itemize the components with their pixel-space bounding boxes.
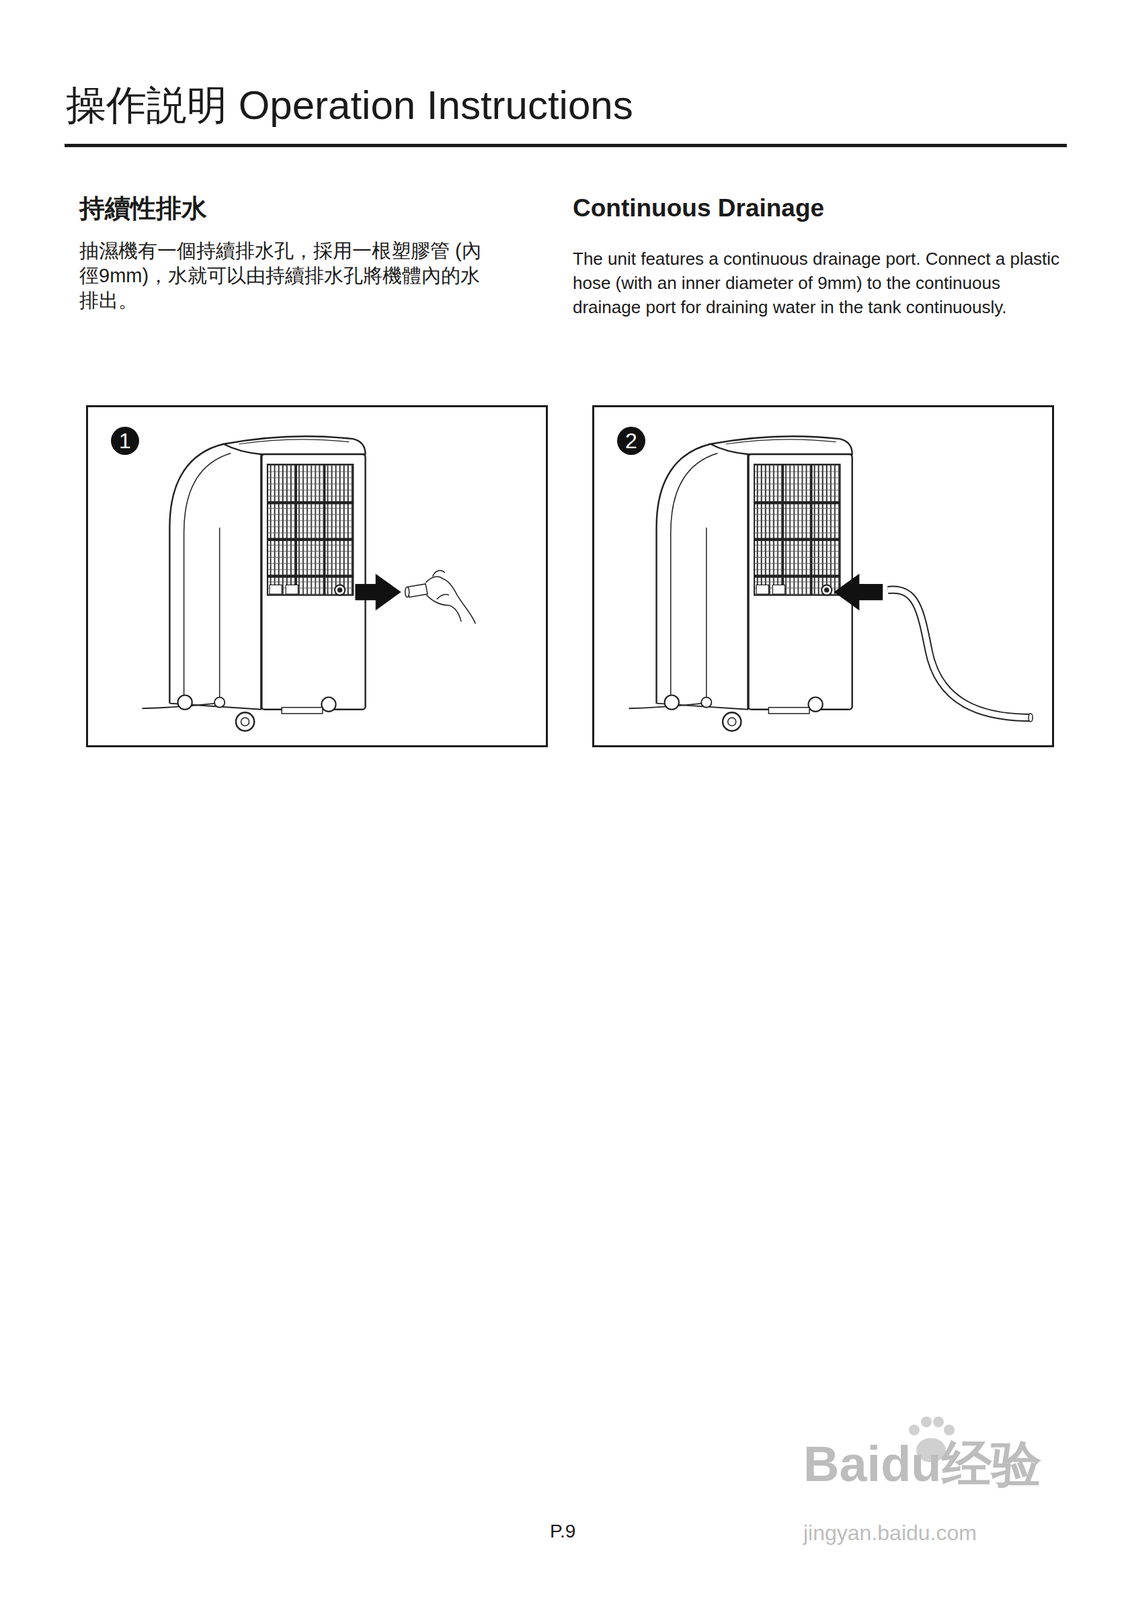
page-number: P.9 bbox=[549, 1520, 576, 1544]
drain-hose bbox=[888, 590, 1031, 718]
step-panel: 1 bbox=[86, 405, 548, 748]
dehumidifier-drawing bbox=[141, 436, 366, 731]
step-panel: 2 bbox=[592, 405, 1055, 748]
drain-hose-inner bbox=[888, 590, 1031, 718]
unit-illustration bbox=[592, 405, 1055, 748]
callout-number: 2 bbox=[617, 426, 646, 456]
page-title: 操作説明 Operation Instructions bbox=[65, 83, 634, 128]
hand-with-plug bbox=[405, 570, 476, 624]
callout-number: 1 bbox=[110, 426, 140, 456]
section-heading: Continuous Drainage bbox=[572, 193, 825, 224]
body-text: The unit features a continuous drainage … bbox=[572, 246, 1071, 320]
watermark: Baidu经验 bbox=[803, 1435, 1042, 1496]
section-heading: 持續性排水 bbox=[79, 193, 208, 225]
dehumidifier-drawing bbox=[629, 436, 853, 731]
body-text: 抽濕機有一個持續排水孔，採用一根塑膠管 (內徑9mm)，水就可以由持續排水孔將機… bbox=[79, 238, 483, 314]
hose-end bbox=[1028, 713, 1033, 722]
direction-arrow bbox=[833, 574, 883, 612]
rule-line bbox=[64, 143, 1067, 148]
watermark-url: jingyan.baidu.com bbox=[803, 1520, 977, 1547]
unit-illustration bbox=[86, 405, 548, 748]
direction-arrow bbox=[354, 574, 401, 612]
